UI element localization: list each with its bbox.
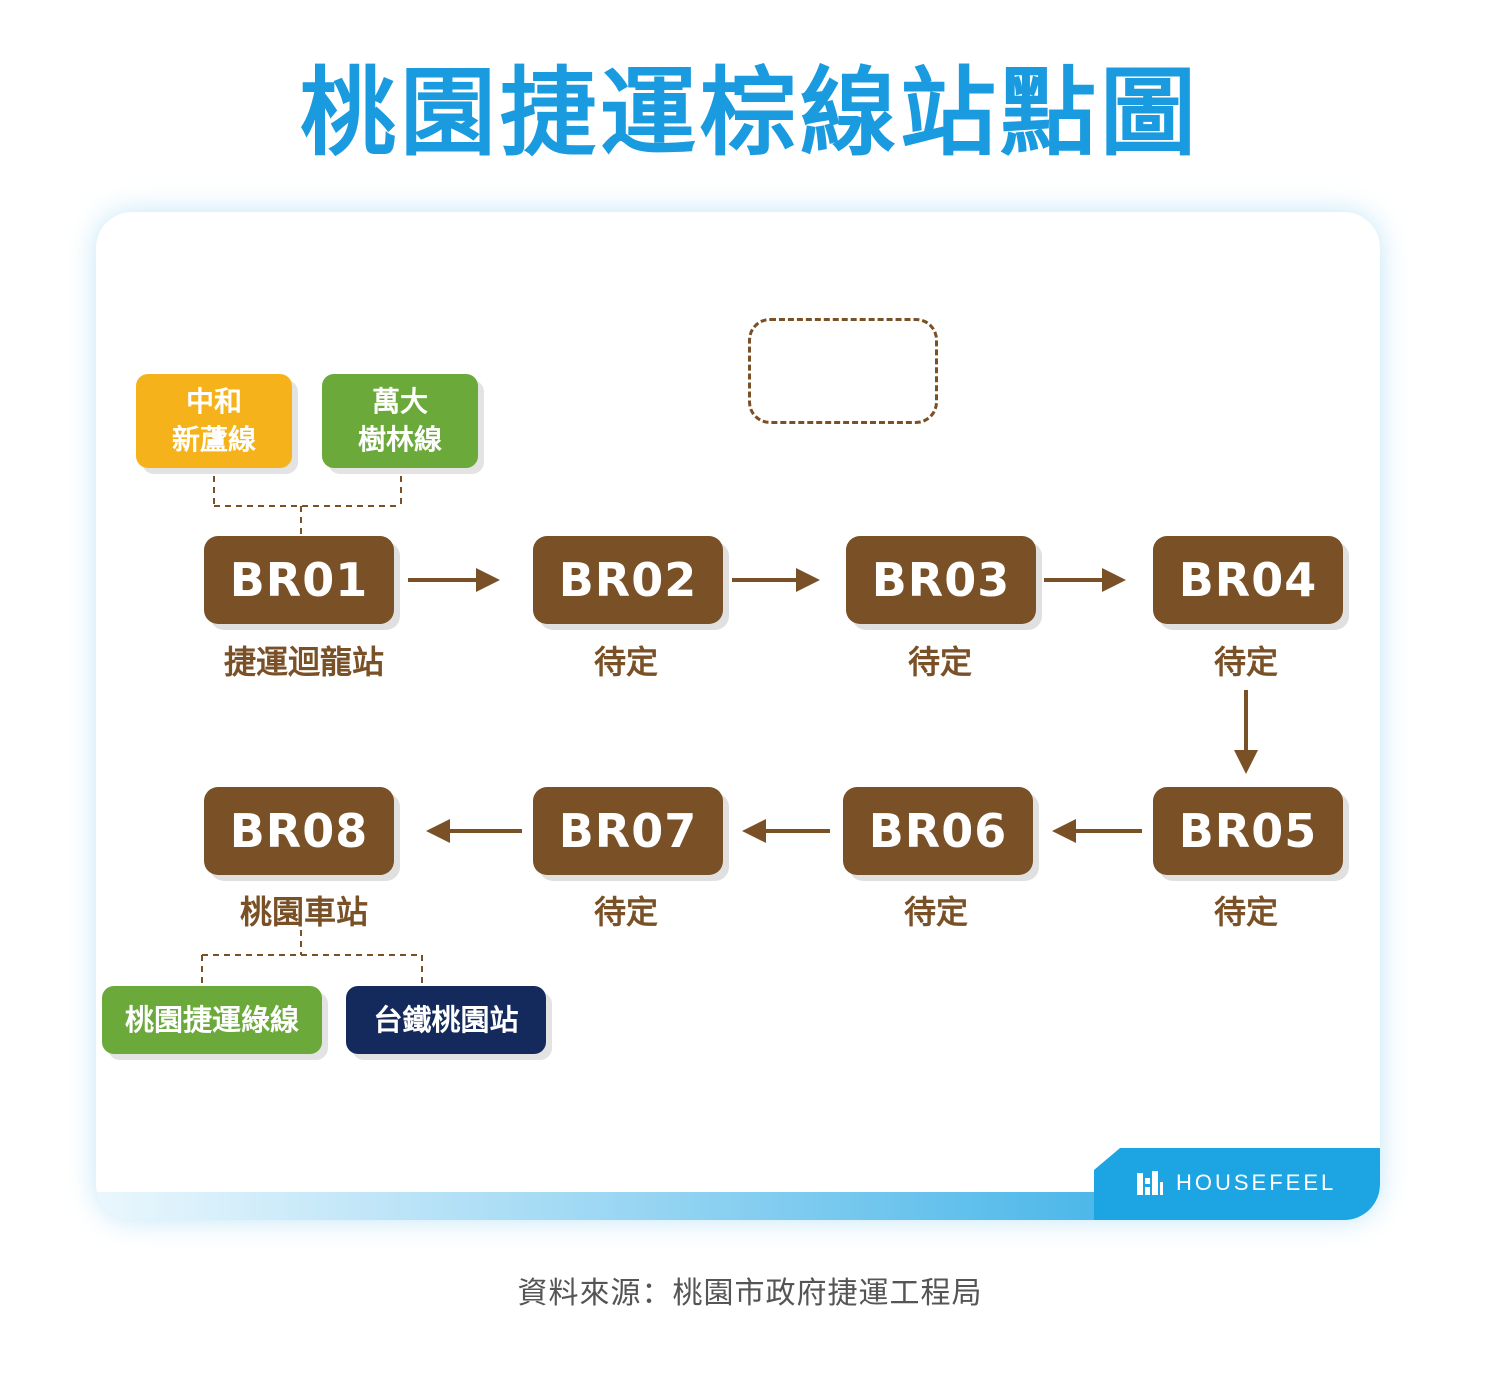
transfer-tag-line: 樹林線 — [357, 423, 442, 456]
arrow-br06-br07 — [742, 819, 830, 843]
transfer-tag-line: 萬大 — [371, 385, 428, 418]
station-br02: BR02 — [533, 536, 723, 624]
station-br01: BR01 — [204, 536, 394, 624]
arrow-br01-br02 — [408, 568, 500, 592]
transfer-tag-line: 中和 — [185, 385, 242, 418]
station-label-br08: 桃園車站 — [239, 893, 368, 931]
station-label-br01: 捷運迴龍站 — [223, 643, 384, 681]
station-label-br06: 待定 — [903, 893, 968, 931]
station-label-br03: 待定 — [907, 643, 972, 681]
station-br06: BR06 — [843, 787, 1033, 875]
transfer-tag-tra-taoyuan: 台鐵桃園站 — [346, 986, 546, 1054]
transfer-tag-green-line: 桃園捷運綠線 — [102, 986, 322, 1054]
source-note: 資料來源：桃園市政府捷運工程局 — [517, 1276, 983, 1311]
arrow-br05-br06 — [1052, 819, 1142, 843]
station-label-br07: 待定 — [593, 893, 658, 931]
arrow-br03-br04 — [1044, 568, 1126, 592]
bottom-transfer-connector — [201, 930, 423, 984]
transfer-tag-line: 桃園捷運綠線 — [124, 1003, 299, 1037]
top-transfer-connector — [213, 476, 402, 536]
transfer-tag-line: 台鐵桃園站 — [373, 1003, 519, 1037]
station-br04: BR04 — [1153, 536, 1343, 624]
housefeel-logo-icon — [1137, 1171, 1163, 1195]
station-label-br05: 待定 — [1213, 893, 1278, 931]
transfer-tag-wanda-shulin: 萬大 樹林線 — [322, 374, 478, 468]
brand-name: HOUSEFEEL — [1176, 1170, 1337, 1195]
station-br05: BR05 — [1153, 787, 1343, 875]
arrow-br02-br03 — [732, 568, 820, 592]
brand-tab: HOUSEFEEL — [1094, 1148, 1380, 1220]
page-title: 桃園捷運棕線站點圖 — [300, 57, 1200, 169]
station-br03: BR03 — [846, 536, 1036, 624]
arrow-br07-br08 — [426, 819, 522, 843]
transfer-tag-line: 新蘆線 — [171, 423, 256, 456]
arrow-br04-br05 — [1234, 690, 1258, 774]
station-br07: BR07 — [533, 787, 723, 875]
br03-dashed-outline — [748, 318, 938, 424]
transfer-tag-zhonghe-xinlu: 中和 新蘆線 — [136, 374, 292, 468]
station-label-br04: 待定 — [1213, 643, 1278, 681]
station-label-br02: 待定 — [593, 643, 658, 681]
station-br08: BR08 — [204, 787, 394, 875]
